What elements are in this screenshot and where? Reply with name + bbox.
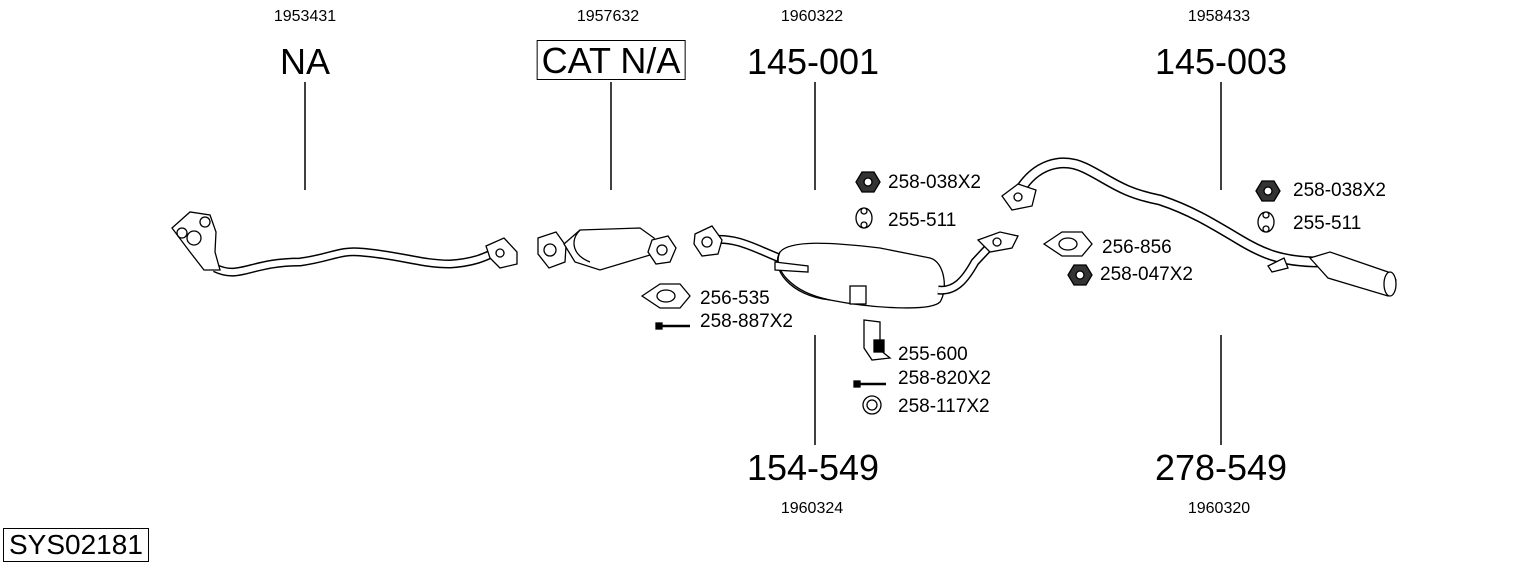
bracket-255-600-icon	[863, 319, 892, 361]
part-number-255-511-b: 255-511	[1293, 213, 1362, 234]
ref-number-154-549: 1960324	[780, 500, 844, 517]
gasket-256-535-icon	[640, 283, 691, 309]
bolt-258-820-icon	[853, 380, 886, 388]
nut-258-038-icon-b	[1255, 180, 1281, 202]
middle-silencer	[693, 225, 1019, 309]
part-number-255-511-a: 255-511	[888, 210, 957, 231]
nut-258-047-icon	[1067, 264, 1093, 286]
rear-pipe	[1001, 157, 1397, 297]
gasket-256-856-icon	[1042, 231, 1093, 257]
part-number-258-887: 258-887X2	[700, 311, 793, 332]
part-label-154-549: 154-549	[746, 447, 880, 488]
part-number-258-047: 258-047X2	[1100, 264, 1193, 285]
part-number-256-856: 256-856	[1102, 237, 1172, 258]
ref-number-na: 1953431	[273, 8, 337, 25]
part-number-258-038-a: 258-038X2	[888, 172, 981, 193]
catalytic-converter	[537, 227, 677, 271]
part-number-255-600: 255-600	[898, 344, 968, 365]
ring-258-117-icon	[862, 395, 882, 415]
part-label-278-549: 278-549	[1154, 447, 1288, 488]
hanger-255-511-icon-b	[1257, 211, 1275, 233]
part-number-258-117: 258-117X2	[898, 396, 990, 417]
nut-258-038-icon-a	[855, 171, 881, 193]
part-number-258-038-b: 258-038X2	[1293, 180, 1386, 201]
ref-number-278-549: 1960320	[1187, 500, 1251, 517]
ref-number-145-003: 1958433	[1187, 8, 1251, 25]
ref-number-145-001: 1960322	[780, 8, 844, 25]
part-label-cat: CAT N/A	[536, 40, 686, 80]
ref-number-cat: 1957632	[576, 8, 640, 25]
system-code-label: SYS02181	[3, 528, 149, 562]
part-number-256-535: 256-535	[700, 288, 770, 309]
hanger-255-511-icon-a	[855, 207, 873, 229]
bolt-258-887-icon	[655, 322, 690, 330]
part-number-258-820: 258-820X2	[898, 368, 991, 389]
part-label-145-003: 145-003	[1154, 41, 1288, 82]
front-pipe	[171, 211, 518, 277]
part-label-145-001: 145-001	[746, 41, 880, 82]
part-label-na: NA	[279, 41, 331, 82]
